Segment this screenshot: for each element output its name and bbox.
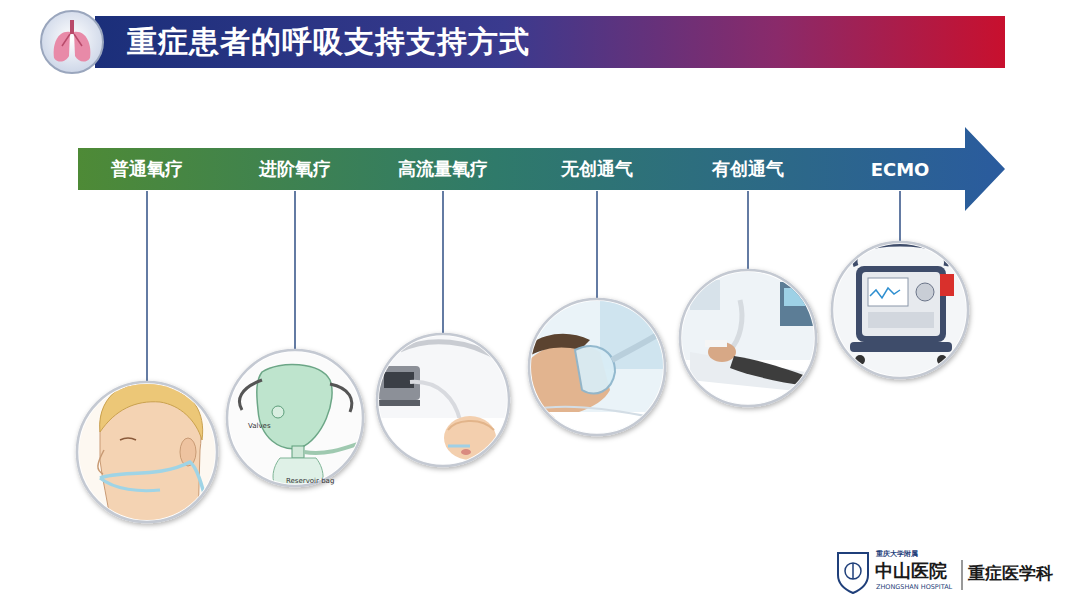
stage-label: 有创通气 xyxy=(712,157,784,181)
stage-label: 普通氧疗 xyxy=(111,157,183,181)
lung-icon xyxy=(41,11,103,73)
nasal-cannula-picture xyxy=(77,381,217,522)
arrow-band xyxy=(78,127,1005,211)
stage-label: 无创通气 xyxy=(561,157,633,181)
part-label: Valves xyxy=(248,423,271,431)
stage-label: 高流量氧疗 xyxy=(398,157,488,181)
ecmo-picture xyxy=(832,242,968,378)
hospital-affiliation: 重庆大学附属 xyxy=(876,551,918,559)
high-flow-picture xyxy=(377,334,510,468)
title-banner xyxy=(95,16,1005,68)
hospital-name-english: ZHONGSHAN HOSPITAL xyxy=(876,584,952,591)
arrow-shape xyxy=(78,127,1005,211)
hospital-name: 中山医院 xyxy=(875,561,947,581)
invasive-picture xyxy=(680,270,816,410)
reservoir-mask-picture xyxy=(227,350,370,490)
department-name: 重症医学科 xyxy=(968,564,1053,583)
stage-label: ECMO xyxy=(871,159,930,180)
picture-frame xyxy=(77,242,968,522)
noninvasive-picture xyxy=(529,299,670,442)
part-label: Reservoir bag xyxy=(286,478,334,486)
stage-arrow: 普通氧疗 进阶氧疗 高流量氧疗 无创通气 有创通气 ECMO xyxy=(78,127,1005,211)
hospital-logo xyxy=(838,553,962,593)
stage-label: 进阶氧疗 xyxy=(259,157,331,181)
title: 重症患者的呼吸支持支持方式 xyxy=(127,22,530,63)
